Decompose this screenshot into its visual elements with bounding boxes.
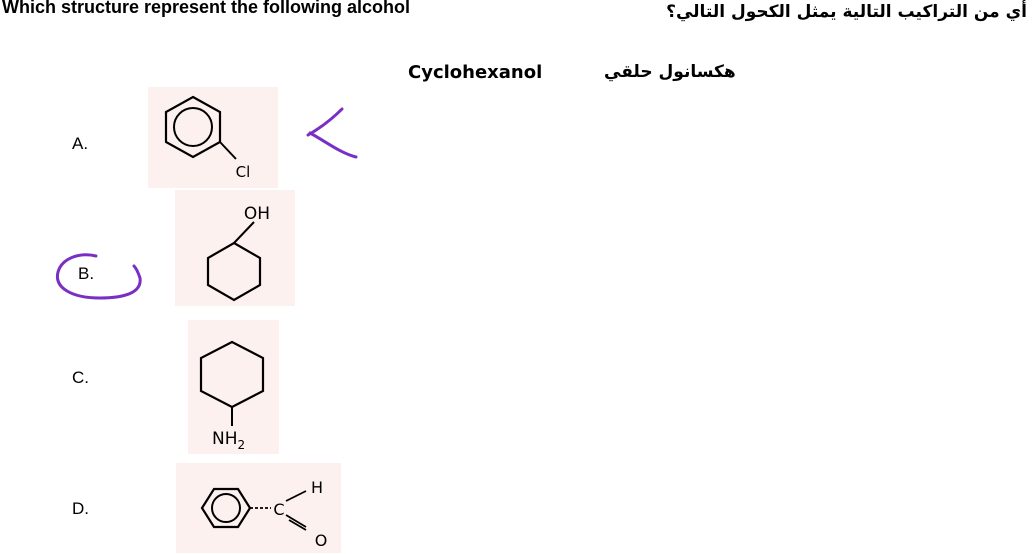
circle-mark-annotation — [50, 248, 150, 302]
compound-name-english: Cyclohexanol — [408, 62, 543, 83]
amine-label: NH2 — [212, 429, 245, 452]
chlorine-label: Cl — [236, 163, 251, 181]
option-label-a[interactable]: A. — [72, 134, 89, 153]
option-b-structure[interactable]: OH — [175, 190, 295, 306]
compound-name-arabic: هكسانول حلقي — [604, 62, 736, 82]
benzaldehyde-structure: C H O — [200, 478, 328, 550]
cross-mark-annotation — [300, 105, 362, 163]
option-label-c[interactable]: C. — [72, 368, 89, 387]
option-c-structure[interactable]: NH2 — [188, 320, 279, 454]
carbonyl-oxygen-label: O — [315, 531, 328, 550]
cyclohexylamine-structure: NH2 — [199, 340, 265, 452]
option-d-structure[interactable]: C H O — [176, 463, 341, 553]
chlorobenzene-structure: Cl — [164, 95, 251, 181]
hydroxyl-label: OH — [244, 204, 270, 224]
question-english: Which structure represent the following … — [2, 0, 411, 17]
carbonyl-carbon-label: C — [273, 500, 284, 519]
option-label-b[interactable]: B. — [78, 264, 95, 283]
question-arabic: أي من التراكيب التالية يمثل الكحول التال… — [666, 2, 1027, 22]
cyclohexanol-structure: OH — [206, 204, 270, 302]
aldehyde-hydrogen-label: H — [311, 478, 323, 497]
option-label-d[interactable]: D. — [72, 499, 89, 518]
option-a-structure[interactable]: Cl — [148, 87, 278, 188]
